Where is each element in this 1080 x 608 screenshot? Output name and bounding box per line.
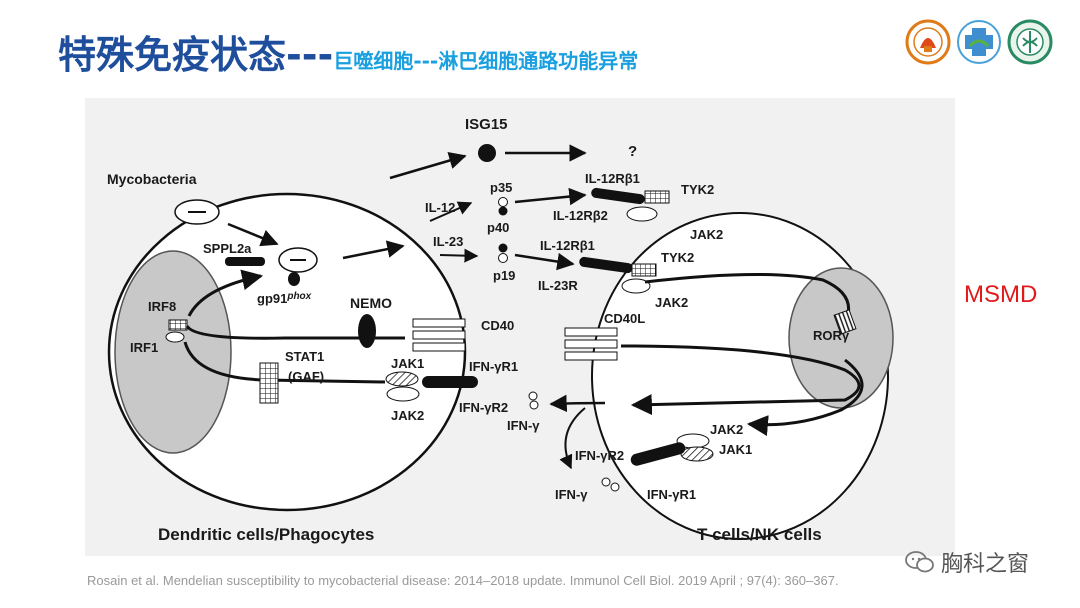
nemo-oval	[358, 314, 376, 348]
ifngr1-right-bar	[630, 442, 686, 466]
cd40l-bar-2	[564, 339, 618, 349]
hospital-cross-icon	[957, 20, 1001, 64]
cd40l-label: CD40L	[604, 311, 645, 326]
right-nucleus	[788, 267, 894, 409]
cd40l-signal-line	[620, 344, 861, 416]
il23r-label: IL-23R	[538, 278, 578, 293]
mycobacteria-label: Mycobacteria	[107, 171, 197, 187]
rorg-label: RORγ	[813, 328, 850, 343]
ifng-right-ball-1	[601, 477, 611, 487]
slide-title: 特殊免疫状态---巨噬细胞---淋巴细胞通路功能异常	[58, 24, 638, 79]
cd40-bar-2	[412, 330, 466, 340]
cd40-bar-1	[412, 318, 466, 328]
wechat-icon	[905, 551, 934, 573]
irf8-label: IRF8	[148, 299, 176, 314]
jak2-mid-label: JAK2	[655, 295, 688, 310]
medical-college-seal-icon	[1007, 19, 1053, 65]
il12rb1-top-bar	[591, 187, 645, 205]
tyk2-top-box	[644, 190, 670, 204]
il12-label: IL-12	[425, 200, 455, 215]
watermark-text: 胸科之窗	[941, 552, 1030, 577]
irf1-label: IRF1	[130, 340, 158, 355]
isg15-ball	[478, 144, 496, 162]
p40-ball-bottom	[498, 243, 508, 253]
arrow-phagocytosis	[227, 222, 279, 247]
p40-label: p40	[487, 220, 509, 235]
pathway-figure: ISG15 ? Mycobacteria gp91phox SPPL2a IRF…	[85, 98, 955, 556]
arrow-il23	[439, 248, 479, 263]
arrow-il23-to-receptor	[514, 252, 575, 271]
arrow-ifng-secretion	[559, 407, 586, 470]
ifng-right-ball-2	[610, 482, 620, 492]
jak2-left-label: JAK2	[391, 408, 424, 423]
jak2-left-oval	[386, 386, 420, 402]
p19-label: p19	[493, 268, 515, 283]
right-cell-title: T cells/NK cells	[697, 525, 822, 544]
rorg-box	[833, 309, 857, 335]
arrow-irf8-to-sppl2a	[187, 269, 264, 317]
gaf-label: (GAF)	[288, 369, 324, 384]
arrow-il12-to-receptor	[514, 187, 587, 206]
jak2-right-label: JAK2	[710, 422, 743, 437]
jak2-top-label: JAK2	[690, 227, 723, 242]
university-seal-icon	[905, 19, 951, 65]
tyk2-mid-label: TYK2	[661, 250, 694, 265]
irf1-oval	[165, 331, 185, 343]
arrow-to-center	[342, 240, 405, 260]
p19-ball	[498, 253, 508, 263]
left-cell-title: Dendritic cells/Phagocytes	[158, 525, 374, 544]
p35-ball	[498, 197, 508, 207]
ifng-left-ball-1	[528, 391, 538, 401]
rorg-to-ifng-line	[746, 358, 864, 437]
arrow-ifng-to-left	[549, 394, 606, 413]
stat1-label: STAT1	[285, 349, 324, 364]
cd40-label: CD40	[481, 318, 514, 333]
title-main: 特殊免疫状态---	[58, 33, 334, 77]
ifngr1-right-label: IFN-γR1	[647, 487, 696, 502]
gp91-ball	[288, 272, 300, 286]
jak1-left-oval	[385, 371, 419, 387]
logo-group	[904, 16, 1054, 73]
ifng-left-ball-2	[529, 400, 539, 410]
il12rb1-mid-label: IL-12Rβ1	[540, 238, 595, 253]
il12rb2-label: IL-12Rβ2	[553, 208, 608, 223]
citation: Rosain et al. Mendelian susceptibility t…	[87, 573, 839, 588]
tyk2-top-label: TYK2	[681, 182, 714, 197]
stat1-box	[259, 362, 279, 404]
irf8-box	[168, 319, 188, 331]
ifngr1-left-label: IFN-γR1	[469, 359, 518, 374]
sppl2a-bar	[225, 257, 265, 266]
ifngr2-right-label: IFN-γR2	[575, 448, 624, 463]
cd40-pathway-line	[185, 325, 405, 340]
ifngr1-left-bar	[422, 376, 478, 388]
nemo-label: NEMO	[350, 295, 392, 311]
il23-signal-line	[644, 272, 850, 319]
tyk2-mid-box	[631, 263, 657, 277]
title-sub: 巨噬细胞---淋巴细胞通路功能异常	[333, 49, 639, 73]
ifng-left-label: IFN-γ	[507, 418, 540, 433]
jak2-mid-oval	[621, 278, 651, 294]
jak1-right-oval	[680, 446, 714, 462]
msmd-label: MSMD	[964, 281, 1038, 308]
gp91-label: gp91phox	[257, 291, 312, 306]
p40-ball-top	[498, 206, 508, 216]
il12rb1-top-label: IL-12Rβ1	[585, 171, 640, 186]
p35-label: p35	[490, 180, 512, 195]
cd40l-bar-1	[564, 327, 618, 337]
ifngr2-left-label: IFN-γR2	[459, 400, 508, 415]
jak2-top-oval	[626, 206, 658, 222]
il23-label: IL-23	[433, 234, 463, 249]
sppl2a-label: SPPL2a	[203, 241, 252, 256]
cd40-bar-3	[412, 342, 466, 352]
ifng-right-label: IFN-γ	[555, 487, 588, 502]
il12rb1-mid-bar	[579, 256, 633, 274]
question-label: ?	[628, 143, 637, 160]
arrow-il12	[429, 201, 473, 222]
watermark: 胸科之窗	[905, 546, 1029, 578]
isg15-label: ISG15	[465, 116, 508, 133]
cd40l-bar-3	[564, 351, 618, 361]
jak1-right-label: JAK1	[719, 442, 752, 457]
jak1-left-label: JAK1	[391, 356, 424, 371]
arrow-to-isg15	[389, 152, 467, 180]
